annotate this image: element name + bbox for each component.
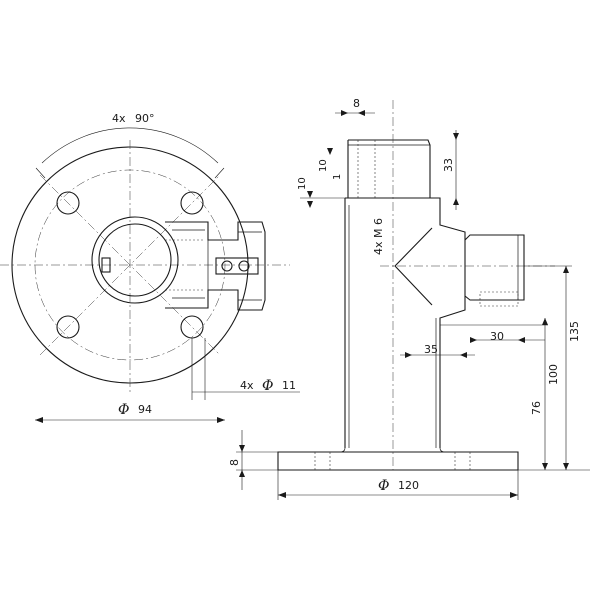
clamp-body-outline [165,221,266,311]
offset-label: 35 [424,343,438,356]
top-step-arrow-a [307,191,313,198]
bolt-hole-bottom-right [180,315,204,339]
top-height-label: 33 [442,158,455,172]
angle-extension-left [35,167,46,179]
top-step-b-label: 10 [318,159,329,172]
tube-inner-circle [98,223,172,297]
base-diameter-value: 120 [398,479,419,492]
v-bore [394,227,433,306]
base-flange-outline [277,451,519,471]
side-view: 8 10 10 1 33 4x M 6 30 35 76 100 [228,97,590,500]
base-diameter-symbol: Φ [378,478,389,494]
flange-thickness-label: 8 [228,459,241,466]
key-slot [101,257,111,273]
total-height-arrow-top [563,266,569,273]
side-depth-arrow-left [470,337,477,343]
offset-arrow-right [460,352,467,358]
flange-thickness-arrow-top [239,445,245,452]
top-step-a-label: 10 [297,177,308,190]
screw-head [221,260,233,272]
base-diameter-arrow-left [278,492,286,498]
screw-nut [238,260,250,272]
hole-count-label: 4x [240,379,254,392]
hole-diameter-value: 11 [282,379,296,392]
fillet-left [339,447,346,453]
top-step-c-label: 1 [332,174,343,180]
top-clamp-outline [347,139,431,198]
thread-label: 4x M 6 [372,218,385,255]
top-height-arrow-bottom [453,198,459,205]
bolt-circle-diameter-value: 94 [138,403,152,416]
top-height-arrow-top [453,133,459,140]
bolt-hole-top-left [56,191,80,215]
offset-arrow-left [405,352,412,358]
side-tube-outline [464,234,525,301]
top-step-arrow-b [307,201,313,208]
bolt-hole-top-right [180,191,204,215]
middle-height-arrow-bottom [542,463,548,470]
bolt-circle-arrow-right [217,417,225,423]
angle-count-label: 4x [112,112,126,125]
bolt-circle-diameter-symbol: Φ [118,402,129,418]
side-depth-label: 30 [490,330,504,343]
angle-extension-right [214,167,225,179]
tube-outer-circle [91,216,179,304]
bolt-circle-arrow-left [35,417,43,423]
hole-diameter-symbol: Φ [262,378,273,394]
angle-dimension-arc [41,127,219,164]
main-column-outline [344,197,466,448]
top-width-label: 8 [353,97,360,110]
angle-value-label: 90° [135,112,155,125]
total-height-label: 135 [568,321,581,342]
total-height-arrow-bottom [563,463,569,470]
diagonal-centerline-2 [39,174,221,356]
top-width-arrow-right [358,110,365,116]
base-diameter-arrow-right [510,492,518,498]
middle-height-label: 100 [547,364,560,385]
flange-top-view: 4x 90° 4x Φ 11 Φ 94 [0,112,300,423]
flange-thickness-arrow-bottom [239,470,245,477]
middle-height-arrow-top [542,318,548,325]
fillet-right [439,447,446,453]
side-depth-arrow-right [518,337,525,343]
top-width-arrow-left [341,110,348,116]
bolt-hole-bottom-left [56,315,80,339]
side-tube-thread [479,291,519,307]
inner-height-label: 76 [530,401,543,415]
top-step-arrow-c [327,148,333,155]
screw-slot [215,257,259,275]
